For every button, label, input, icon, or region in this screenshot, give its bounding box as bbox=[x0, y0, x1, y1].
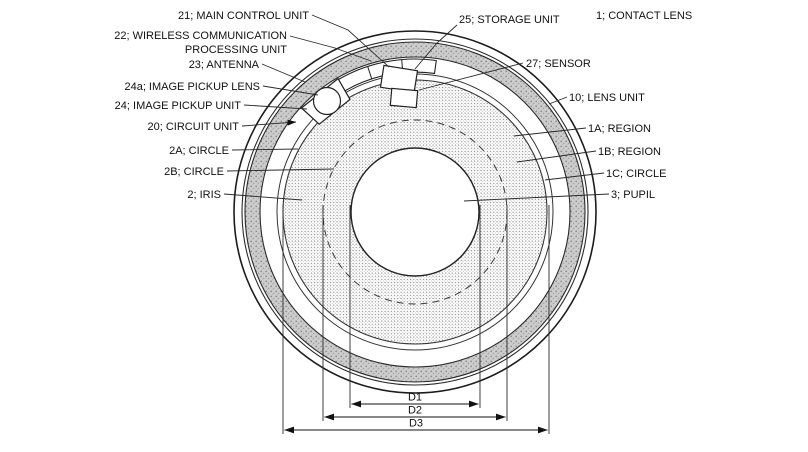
part-label-10: 10; LENS UNIT bbox=[569, 92, 645, 104]
contact-lens-outer-circle bbox=[233, 30, 597, 394]
part-label-25: 25; STORAGE UNIT bbox=[459, 14, 560, 26]
leader-line-24a bbox=[262, 85, 319, 96]
sensor-box bbox=[389, 87, 419, 109]
part-label-24a: 24a; IMAGE PICKUP LENS bbox=[124, 81, 260, 93]
part-label-20: 20; CIRCUIT UNIT bbox=[148, 121, 240, 133]
part-label-2A: 2A; CIRCLE bbox=[169, 145, 229, 157]
antenna-ring bbox=[245, 42, 585, 382]
image-pickup-lens-circle bbox=[312, 86, 342, 116]
part-label-3: 3; PUPIL bbox=[611, 189, 655, 201]
leader-line-25 bbox=[414, 24, 458, 70]
pupil-circle bbox=[350, 147, 480, 277]
part-label-23: 23; ANTENNA bbox=[189, 59, 260, 71]
eye-area bbox=[282, 79, 548, 345]
circuit-band-divider bbox=[367, 66, 373, 79]
part-label-1B: 1B; REGION bbox=[598, 146, 661, 158]
lens-rim-circle bbox=[241, 38, 589, 386]
leader-line-27 bbox=[418, 62, 524, 91]
lens-body bbox=[233, 30, 597, 394]
leader-line-1A bbox=[513, 127, 587, 137]
leader-line-20 bbox=[241, 119, 297, 127]
leader-line-3 bbox=[463, 193, 610, 202]
leader-line-1B bbox=[516, 150, 597, 163]
part-label-1: 1; CONTACT LENS bbox=[596, 10, 692, 22]
dimension-label-D3: D3 bbox=[409, 418, 423, 430]
leader-line-1C bbox=[544, 172, 605, 181]
circuit-band bbox=[337, 58, 437, 92]
part-label-2: 2; IRIS bbox=[187, 189, 221, 201]
leader-line-2A bbox=[231, 148, 299, 151]
dimension-label-D2: D2 bbox=[408, 405, 422, 417]
leader-line-10 bbox=[548, 96, 568, 105]
part-label-27: 27; SENSOR bbox=[526, 58, 591, 70]
leader-line-24 bbox=[243, 104, 308, 110]
part-label-22: 22; WIRELESS COMMUNICATION bbox=[114, 30, 287, 42]
leader-line-2B bbox=[226, 168, 335, 172]
part-label-21: 21; MAIN CONTROL UNIT bbox=[178, 10, 309, 22]
dimension-label-D1: D1 bbox=[408, 392, 422, 404]
circuit-unit bbox=[300, 58, 437, 125]
leader-line-22 bbox=[289, 35, 372, 62]
leader-lines-layer bbox=[223, 14, 610, 202]
part-labels-layer: 21; MAIN CONTROL UNIT 22; WIRELESS COMMUN… bbox=[114, 10, 692, 201]
part-label-1C: 1C; CIRCLE bbox=[606, 168, 667, 180]
part-label-22b: PROCESSING UNIT bbox=[185, 44, 287, 56]
part-label-1A: 1A; REGION bbox=[588, 123, 651, 135]
leader-line-23 bbox=[261, 63, 306, 83]
antenna-ring-inner-edge bbox=[259, 56, 571, 368]
antenna-ring-outer-edge bbox=[244, 41, 586, 383]
part-label-24: 24; IMAGE PICKUP UNIT bbox=[115, 100, 242, 112]
leader-line-21 bbox=[311, 14, 390, 68]
part-label-2B: 2B; CIRCLE bbox=[164, 166, 224, 178]
leader-line-2 bbox=[223, 193, 303, 201]
